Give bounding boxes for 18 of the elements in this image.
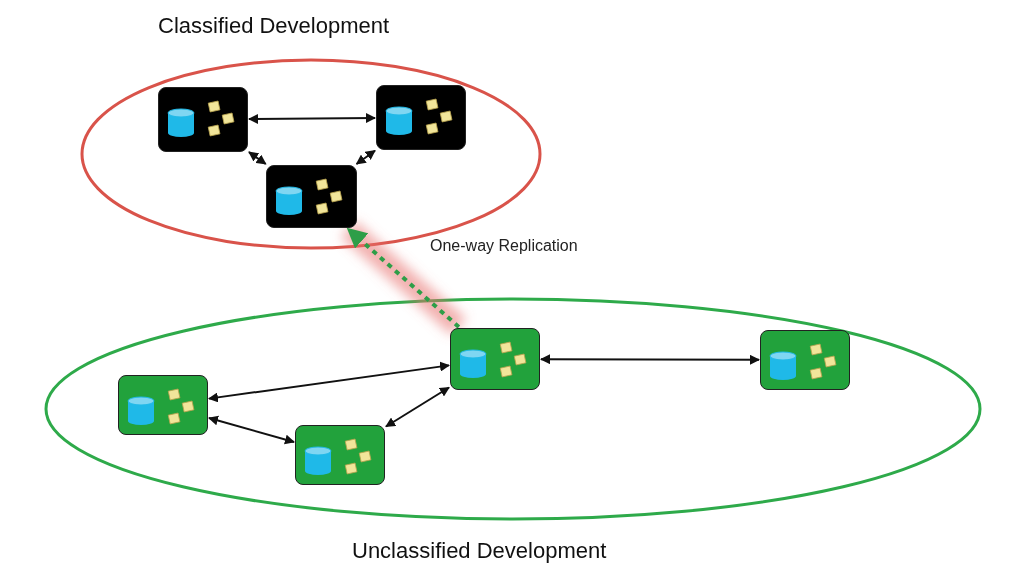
edge-label: One-way Replication: [428, 237, 580, 255]
arrow: [248, 151, 267, 165]
server-box: [760, 330, 850, 390]
server-box: [450, 328, 540, 390]
arrow: [385, 386, 450, 428]
server-box: [158, 87, 248, 152]
arrow: [248, 113, 376, 124]
server-box: [266, 165, 357, 228]
arrow: [540, 354, 760, 365]
group-title: Classified Development: [158, 13, 390, 39]
server-box: [376, 85, 466, 150]
arrow: [346, 227, 461, 329]
group-title: Unclassified Development: [352, 538, 607, 564]
arrow: [208, 415, 295, 445]
arrow: [208, 361, 450, 403]
server-box: [118, 375, 208, 435]
server-box: [295, 425, 385, 485]
arrow: [355, 149, 376, 165]
